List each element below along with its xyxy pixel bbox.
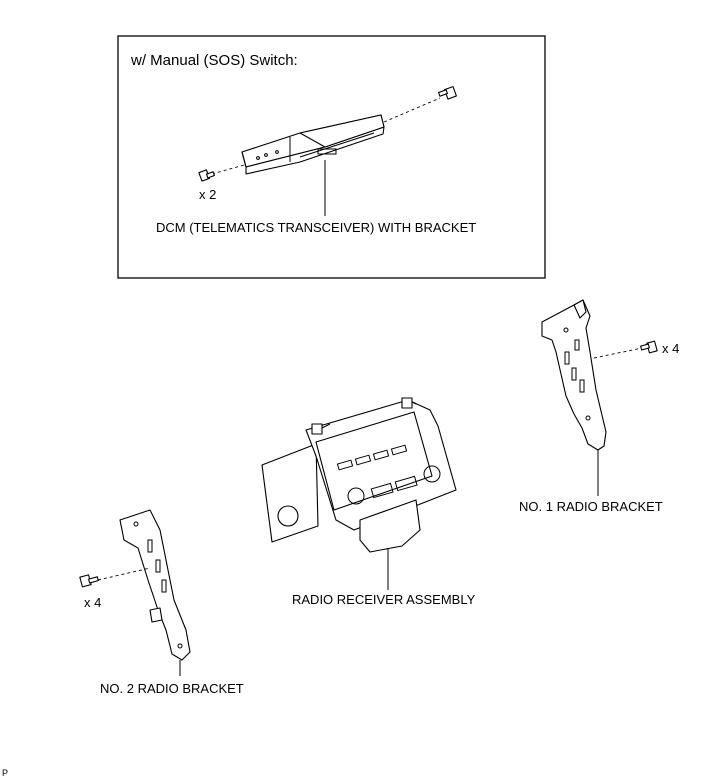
inset-bolt-quantity: x 2 xyxy=(199,187,217,202)
no2-radio-bracket-drawing xyxy=(97,509,191,676)
no1-bracket-label: NO. 1 RADIO BRACKET xyxy=(519,499,663,514)
no2-bolt xyxy=(79,574,99,588)
radio-receiver-drawing xyxy=(261,397,457,590)
dcm-bolt-right xyxy=(438,86,457,100)
inset-frame xyxy=(117,35,546,279)
no1-bolt-quantity: x 4 xyxy=(662,341,680,356)
no1-radio-bracket-drawing xyxy=(541,299,643,496)
dcm-bolt-left xyxy=(198,169,215,182)
no2-bracket-label: NO. 2 RADIO BRACKET xyxy=(100,681,244,696)
corner-mark: P xyxy=(2,768,9,778)
inset-title: w/ Manual (SOS) Switch: xyxy=(131,52,298,69)
radio-receiver-label: RADIO RECEIVER ASSEMBLY xyxy=(292,592,476,607)
dcm-transceiver-drawing xyxy=(211,97,441,216)
dcm-part-label: DCM (TELEMATICS TRANSCEIVER) WITH BRACKE… xyxy=(156,220,477,235)
no2-bolt-quantity: x 4 xyxy=(84,595,102,610)
no1-bolt xyxy=(640,340,658,354)
